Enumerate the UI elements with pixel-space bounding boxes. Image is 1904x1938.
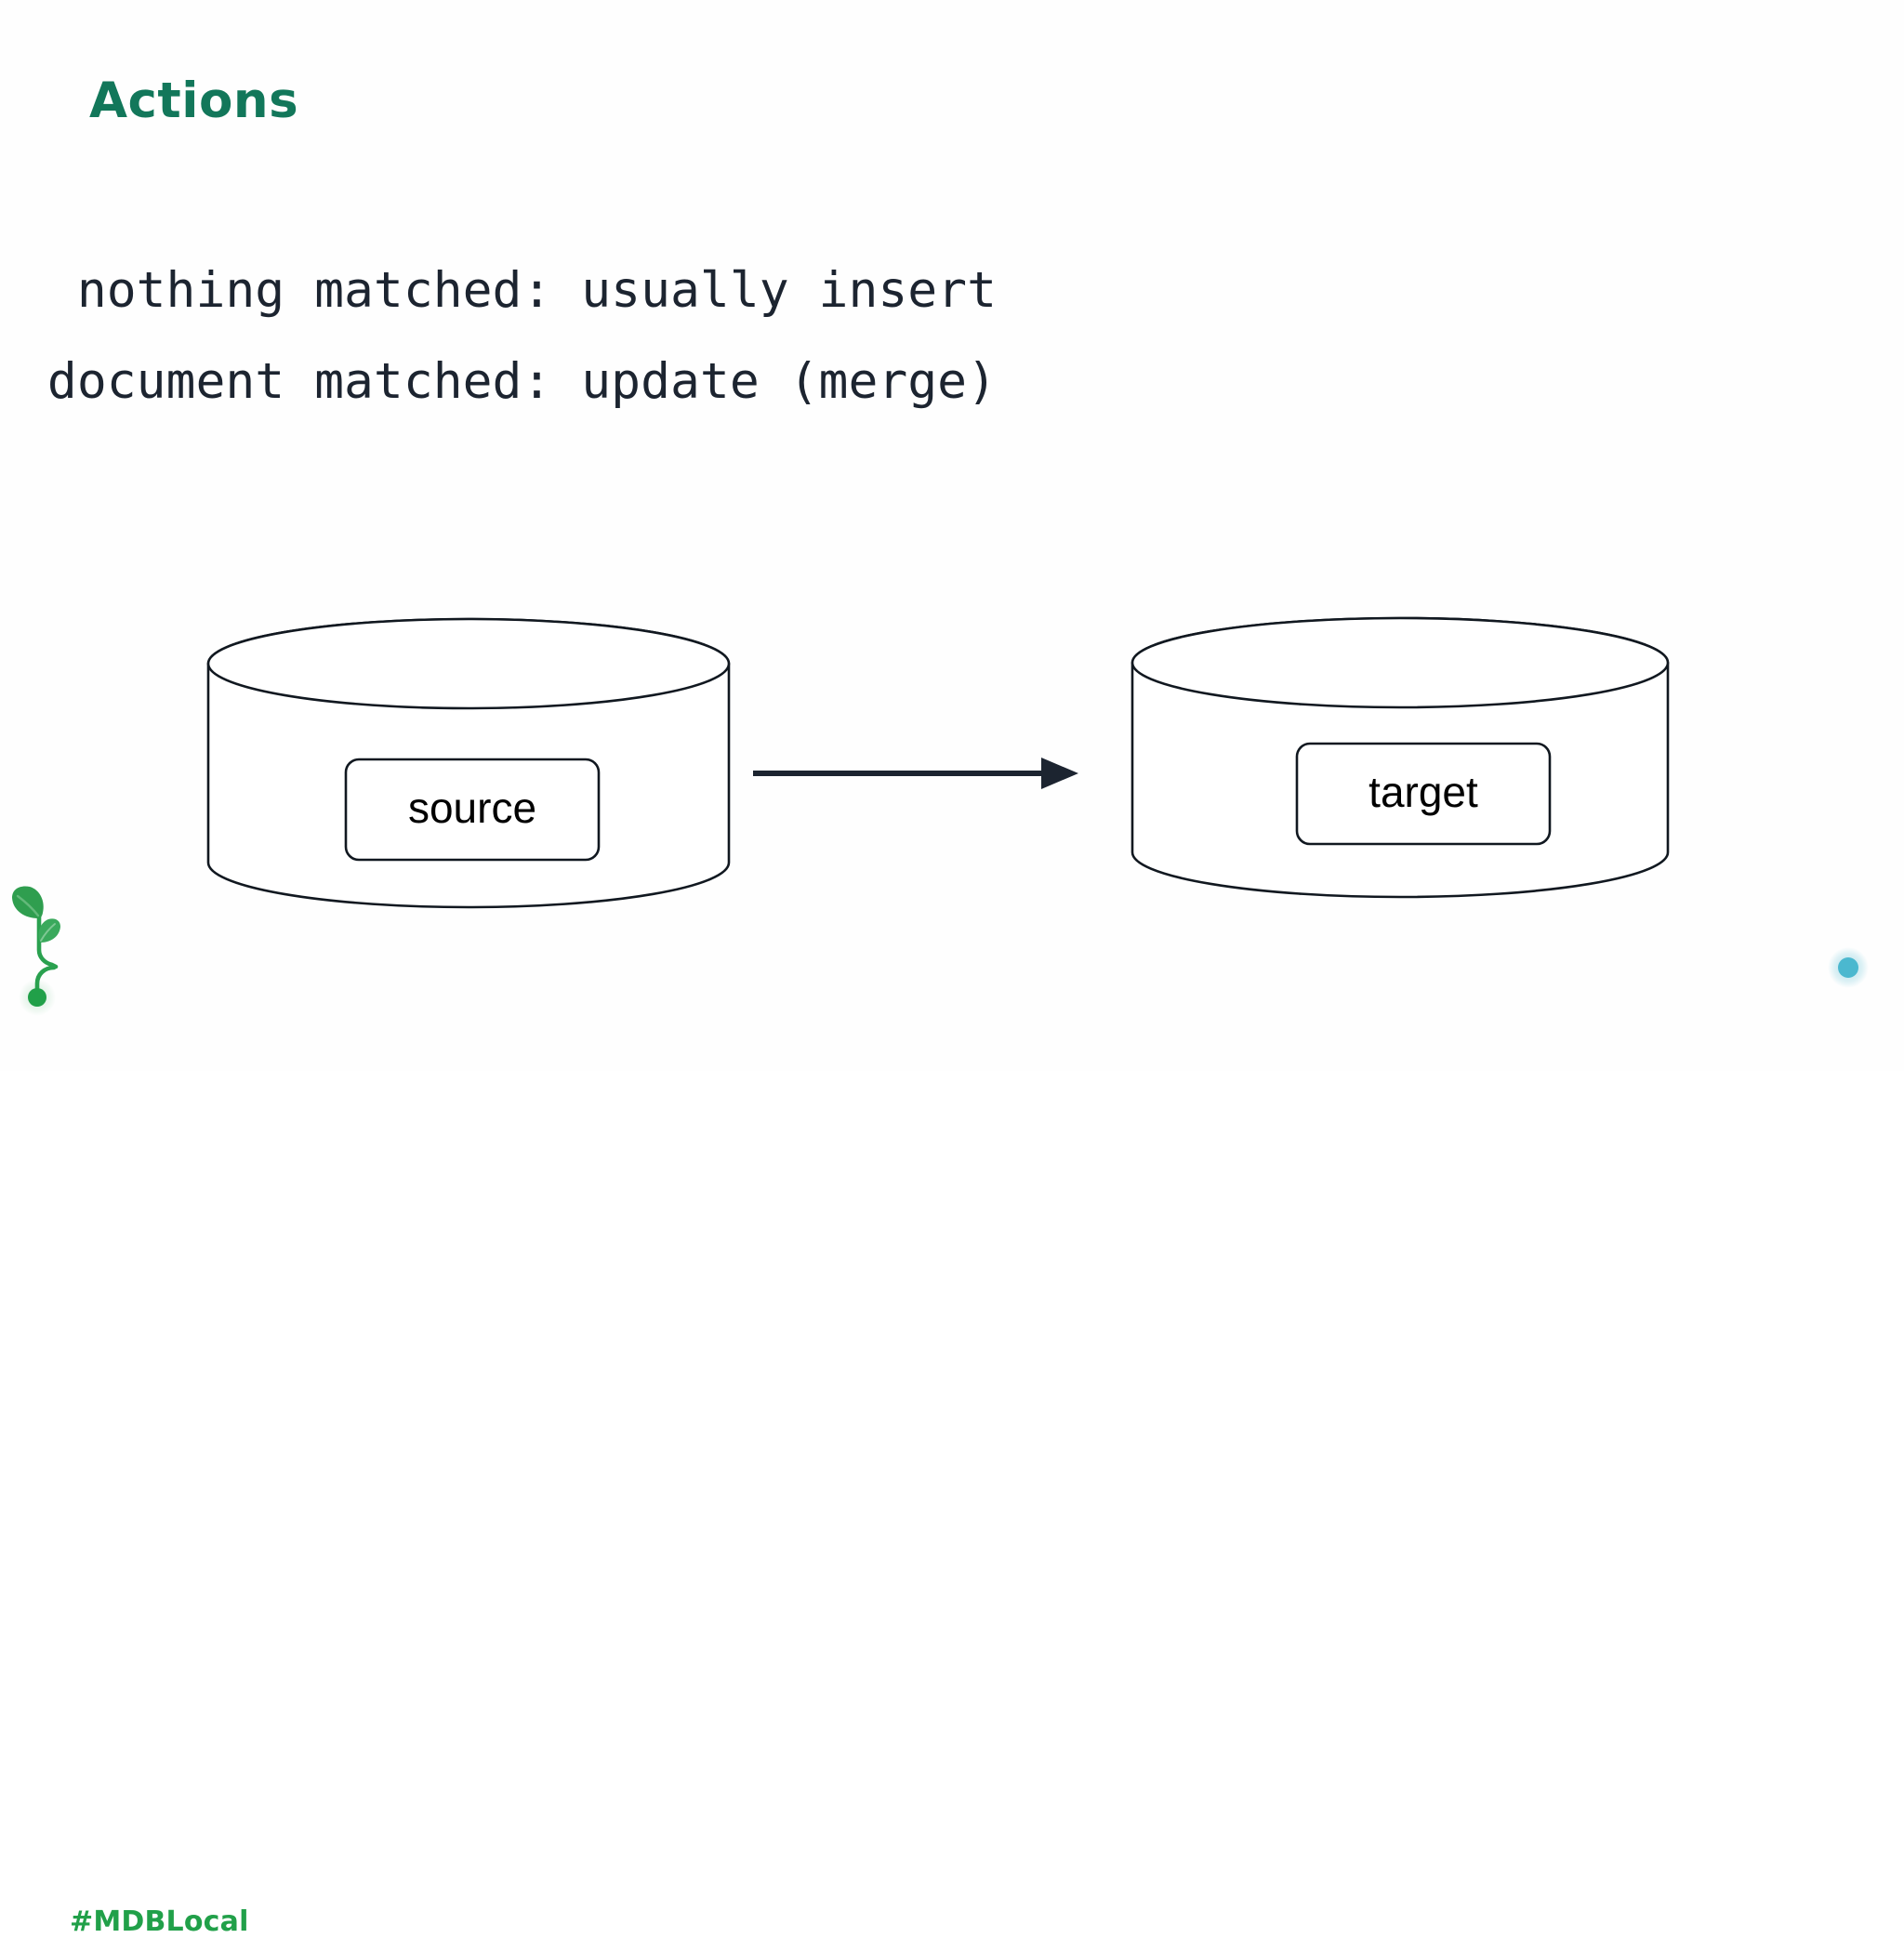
arrow-head-icon <box>1041 758 1078 789</box>
sprout-node-dot-icon <box>28 988 46 1007</box>
target-cylinder-body <box>1130 616 1670 899</box>
sprout-leaf-right-vein <box>40 923 56 942</box>
sprout-leaf-left-icon <box>12 886 44 918</box>
body-line-2: document matched: update (merge) <box>46 353 997 410</box>
source-cylinder-body <box>206 617 731 909</box>
flow-arrow <box>753 758 1078 789</box>
source-label-box <box>344 758 601 862</box>
target-cylinder: target <box>1130 616 1670 899</box>
footer-svg <box>12 886 1869 1016</box>
slide-canvas: Actions nothing matched: usually insert … <box>0 73 1904 1938</box>
footer-branding: #MDBLocal <box>0 885 1904 1938</box>
hashtag-label: #MDBLocal <box>70 1905 249 1938</box>
source-cylinder-top <box>206 617 731 710</box>
source-label: source <box>408 784 536 832</box>
body-line-1: nothing matched: usually insert <box>76 262 997 319</box>
target-cylinder-top <box>1130 616 1670 709</box>
page-title: Actions <box>89 73 299 129</box>
body-text-block: nothing matched: usually insert document… <box>0 266 997 406</box>
line-end-dot-icon <box>1838 957 1858 978</box>
source-cylinder: source <box>206 617 731 909</box>
target-label-box <box>1295 742 1552 846</box>
target-label: target <box>1368 768 1478 816</box>
sprout-leaf-left-vein <box>16 894 40 917</box>
